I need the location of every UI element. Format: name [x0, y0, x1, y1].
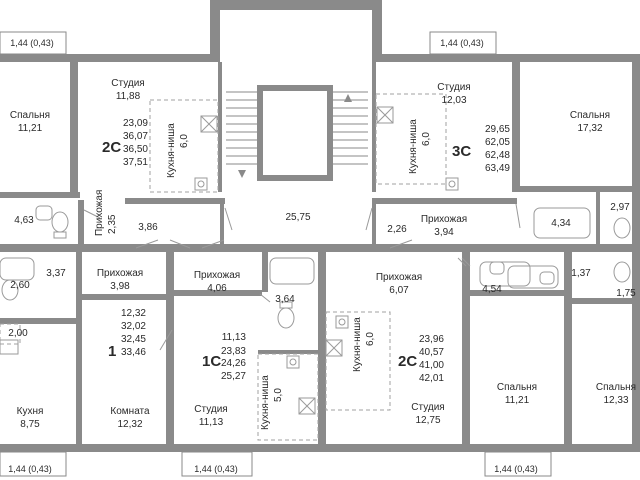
flat-2c-bottom-bedroom-label: Спальня — [496, 382, 538, 393]
flat-2c-bottom-bedroom-area: 11,21 — [504, 395, 530, 406]
flat-2c-top-area-4: 37,51 — [122, 157, 148, 168]
flat-2c-bottom-hall-label: Прихожая — [375, 272, 423, 283]
flat-1-room-label: Комната — [110, 406, 150, 417]
flat-1c-studio-label: Студия — [194, 404, 228, 415]
balcony-label-top-left: 1,44 (0,43) — [10, 38, 54, 48]
flat-1c-area-4: 25,27 — [220, 371, 246, 382]
flat-3c-area-3: 62,48 — [484, 150, 510, 161]
interior-walls — [0, 62, 640, 444]
flat-1c-niche-label: Кухня-ниша — [260, 375, 271, 430]
flat-1c-studio-area: 11,13 — [198, 417, 224, 428]
flat-2c-bottom-niche-area: 6,0 — [365, 332, 376, 346]
flat-3c-bedroom-label: Спальня — [569, 110, 611, 121]
flat-1-room-area: 12,32 — [117, 419, 143, 430]
flat-1-kitchen-label: Кухня — [16, 406, 44, 417]
flat-2c-bottom-area-1: 23,96 — [418, 334, 444, 345]
flat-1-area-4: 33,46 — [120, 347, 146, 358]
flat-1-area-3: 32,45 — [120, 334, 146, 345]
flat-2c-top-bedroom-area: 11,21 — [17, 123, 43, 134]
flat-2c-bottom-area-4: 42,01 — [418, 373, 444, 384]
flat-1c-hall-area: 4,06 — [207, 283, 227, 294]
flat-2c-bottom-area-3: 41,00 — [418, 360, 444, 371]
flat-3c-bath-area-a: 4,34 — [551, 218, 571, 229]
flat-2c-bottom-bath-area: 4,54 — [482, 284, 502, 295]
flat-right-bedroom-area: 12,33 — [603, 395, 629, 406]
flat-1-kitchen-area: 8,75 — [20, 419, 40, 430]
flat-1-closet-b: 2,00 — [8, 328, 28, 339]
flat-1-area-1: 12,32 — [120, 308, 146, 319]
flat-2c-top-niche-area: 6,0 — [179, 134, 190, 148]
flat-2c-top-area-1: 23,09 — [122, 118, 148, 129]
flat-2c-top-area-3: 36,50 — [122, 144, 148, 155]
flat-1-code: 1 — [108, 343, 117, 360]
flat-1c-hall-label: Прихожая — [193, 270, 241, 281]
flat-3c-code: 3С — [452, 143, 472, 160]
flat-2c-bottom-studio-area: 12,75 — [415, 415, 441, 426]
flat-2c-top-bedroom-label: Спальня — [9, 110, 51, 121]
flat-3c-area-2: 62,05 — [484, 137, 510, 148]
flat-right-bedroom-label: Спальня — [595, 382, 637, 393]
flat-1c-area-3: 24,26 — [220, 358, 246, 369]
exterior-walls — [0, 0, 640, 452]
flat-2c-top-code: 2С — [102, 139, 122, 156]
flat-1c-niche-area: 5,0 — [273, 388, 284, 402]
flat-2c-top-studio-label: Студия — [111, 78, 145, 89]
flat-right-bath-area-a: 1,37 — [571, 268, 591, 279]
flat-3c-bedroom-area: 17,32 — [577, 123, 603, 134]
flat-2c-bottom-code: 2С — [398, 353, 418, 370]
flat-1-bath-area: 2,60 — [10, 280, 30, 291]
flat-1c-code: 1С — [202, 353, 222, 370]
flat-2c-bottom-niche-label: Кухня-ниша — [352, 317, 363, 372]
flat-3c-hall-area: 3,94 — [434, 227, 454, 238]
flat-3c-bath-area-b: 2,97 — [610, 202, 630, 213]
corridor-area: 25,75 — [285, 212, 311, 223]
flat-3c-niche-label: Кухня-ниша — [408, 119, 419, 174]
flat-1c-area-1: 11,13 — [221, 332, 246, 343]
balcony-label-top-right: 1,44 (0,43) — [440, 38, 484, 48]
flat-2c-bottom-hall-area: 6,07 — [389, 285, 409, 296]
fixtures — [0, 106, 631, 415]
flat-2c-bottom-studio-label: Студия — [411, 402, 445, 413]
flat-3c-hall-label: Прихожая — [420, 214, 468, 225]
flat-right-bath-area-b: 1,75 — [616, 288, 636, 299]
flat-2c-top-bath-area: 4,63 — [14, 215, 34, 226]
flat-2c-top-hall-area: 2,35 — [107, 214, 118, 234]
flat-3c-area-1: 29,65 — [484, 124, 510, 135]
flat-1-hall-area: 3,98 — [110, 281, 130, 292]
flat-3c-studio-label: Студия — [437, 82, 471, 93]
flat-2c-top-studio-area: 11,88 — [115, 91, 141, 102]
kitchen-niches — [0, 93, 447, 441]
balcony-label-bottom-left: 1,44 (0,43) — [8, 464, 52, 474]
flat-3c-closet-area: 2,26 — [387, 224, 407, 235]
flat-1c-area-2: 23,83 — [220, 346, 246, 357]
flat-2c-top-niche-label: Кухня-ниша — [166, 123, 177, 178]
balcony-label-bottom-mid: 1,44 (0,43) — [194, 464, 238, 474]
flat-1-area-2: 32,02 — [120, 321, 146, 332]
door-swings — [83, 203, 521, 351]
stair-core — [226, 85, 368, 181]
flat-3c-niche-area: 6,0 — [421, 132, 432, 146]
flat-2c-top-hall-label: Прихожая — [94, 189, 105, 236]
flat-3c-area-4: 63,49 — [484, 163, 510, 174]
flat-1c-bath-area: 3,64 — [275, 294, 295, 305]
flat-3c-studio-area: 12,03 — [441, 95, 467, 106]
flat-2c-top-closet-area: 3,86 — [138, 222, 158, 233]
flat-2c-top-area-2: 36,07 — [122, 131, 148, 142]
flat-1-hall-label: Прихожая — [96, 268, 144, 279]
flat-2c-bottom-area-2: 40,57 — [418, 347, 444, 358]
balcony-label-bottom-right: 1,44 (0,43) — [494, 464, 538, 474]
flat-1-closet-a: 3,37 — [46, 268, 66, 279]
